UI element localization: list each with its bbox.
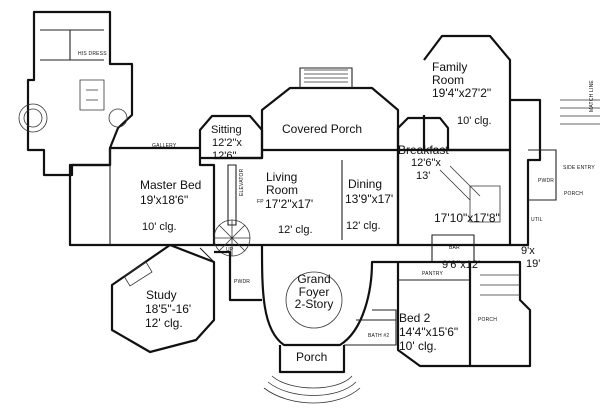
family-room-name-line1: Family <box>432 60 468 74</box>
living-room-name: Living Room <box>266 171 298 196</box>
service-wing-walls <box>396 234 532 368</box>
master-bed-ceiling: 10' clg. <box>142 221 177 233</box>
study-walls <box>110 243 216 354</box>
breakfast-room-size-line2: 13' <box>416 170 431 182</box>
living-room-name-line1: Living <box>266 170 298 184</box>
master-bed-name: Master Bed <box>140 178 202 192</box>
master-bed-size: 19'x18'6" <box>140 193 189 207</box>
match-line-label: MATCH LINE <box>589 80 595 112</box>
grand-foyer-name-line1: Grand <box>297 272 331 286</box>
dining-room-size: 13'9"x17' <box>345 192 394 206</box>
bed2-ceiling: 10' clg. <box>399 339 437 353</box>
living-room-ceiling: 12' clg. <box>278 224 313 236</box>
pwdr-right-label: PWDR <box>538 178 555 184</box>
breakfast-room-size-line1: 12'6"x <box>411 157 441 169</box>
util-label: UTIL <box>531 217 543 223</box>
bed2-name: Bed 2 <box>399 311 431 325</box>
master-suite-walls <box>18 10 216 247</box>
family-room-name: Family Room <box>432 61 467 86</box>
up-label: UP <box>226 247 234 253</box>
family-room-size: 19'4"x27'2" <box>432 86 492 100</box>
study-ceiling: 12' clg. <box>145 316 183 330</box>
bed2-size: 14'4"x15'6" <box>399 325 459 339</box>
family-room-name-line2: Room <box>432 72 465 87</box>
living-room-size: 17'2"x17' <box>265 197 314 211</box>
util-size-line2: 19' <box>526 258 541 270</box>
dining-room-name: Dining <box>348 177 383 191</box>
study-size: 18'5"-16' <box>145 302 192 316</box>
pwdr-left-label: PWDR <box>234 279 251 285</box>
his-dress-label: HIS DRESS <box>78 51 107 57</box>
util-size-line1: 9'x <box>521 245 535 257</box>
grand-foyer-name-line3: 2-Story <box>294 297 334 312</box>
living-room-name-line2: Room <box>266 182 299 197</box>
gallery-label: GALLERY <box>152 143 177 149</box>
covered-porch-name: Covered Porch <box>282 122 363 136</box>
sitting-room-name: Sitting <box>211 124 242 136</box>
porch-right-label-1: PORCH <box>564 191 584 197</box>
grand-foyer-name-line2: Foyer <box>298 284 330 299</box>
pantry-label: PANTRY <box>422 271 444 277</box>
dining-room-ceiling: 12' clg. <box>346 220 381 232</box>
living-dining-walls <box>214 148 400 247</box>
porch-right-label-2: PORCH <box>478 317 498 323</box>
kitchen-family-walls <box>396 34 600 247</box>
side-entry-label: SIDE ENTRY <box>563 165 595 171</box>
bath2-label: BATH #2 <box>368 333 390 339</box>
covered-porch-walls <box>260 67 400 150</box>
bar-size: 9'6"x12' <box>442 259 481 271</box>
breakfast-room-name: Breakfast <box>398 143 449 157</box>
study-name: Study <box>146 288 177 302</box>
bar-label: BAR <box>449 245 460 251</box>
fireplace-label: FP <box>257 199 264 205</box>
foyer-walls <box>260 244 398 404</box>
sitting-room-size-line2: 12'6" <box>212 150 237 162</box>
sitting-room-size-line1: 12'2"x <box>212 137 242 149</box>
elevator-label: ELEVATOR <box>239 168 245 196</box>
kitchen-size: 17'10"x17'8" <box>434 211 500 225</box>
family-room-ceiling: 10' clg. <box>457 115 492 127</box>
front-porch-name: Porch <box>296 350 328 364</box>
grand-foyer-name: Grand Foyer 2-Story <box>286 273 342 311</box>
